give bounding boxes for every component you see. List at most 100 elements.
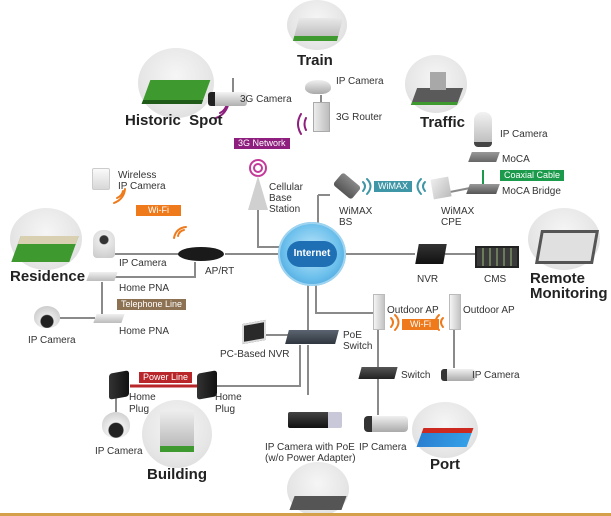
- port-ip-camera-2-label: IP Camera: [359, 442, 407, 453]
- badge-wifi-residence: Wi-Fi: [136, 205, 181, 216]
- scene-remote-label-line2: Monitoring: [530, 285, 608, 302]
- cms-label: CMS: [484, 274, 507, 285]
- internet-node: Internet: [278, 222, 346, 286]
- wimax-bs-label-2: BS: [339, 217, 353, 228]
- scene-remote-label-line1: Remote: [530, 270, 586, 287]
- moca-label: MoCA: [502, 154, 530, 165]
- historic-illustration: [141, 80, 211, 104]
- building-ip-camera-label: IP Camera: [95, 446, 143, 457]
- nvr-icon: [415, 244, 447, 264]
- cellular-label-1: Cellular: [269, 182, 303, 193]
- cms-monitor-icon: [475, 246, 519, 268]
- poe-switch-label-1: PoE: [343, 330, 362, 341]
- traffic-building: [430, 72, 446, 90]
- wimax-cpe-icon: [430, 176, 452, 200]
- bottom-rule: [0, 513, 611, 516]
- scene-traffic-label: Traffic: [420, 114, 466, 131]
- train-ip-camera-icon: [305, 80, 331, 94]
- scene-port-label: Port: [430, 456, 460, 473]
- moca-bridge-icon: [466, 184, 500, 194]
- home-pna-2-icon: [93, 314, 125, 323]
- airport-illustration: [289, 496, 347, 510]
- badge-3g-network: 3G Network: [234, 138, 290, 149]
- train-3g-router-icon: [313, 102, 330, 132]
- port-illustration: [416, 428, 474, 447]
- train-ip-camera-label: IP Camera: [336, 76, 384, 87]
- building-ip-camera-icon: [102, 412, 130, 438]
- home-plug-2-icon: [197, 370, 217, 400]
- ap-rt-icon: [178, 247, 224, 261]
- pc-nvr-icon: [242, 319, 266, 345]
- residence-ip-camera-icon: [93, 230, 115, 258]
- ap-rt-label: AP/RT: [205, 266, 235, 277]
- cellular-tower-icon: [248, 176, 268, 210]
- port-ip-camera-2-icon: [364, 416, 408, 432]
- port-ip-camera-1-icon: [441, 369, 475, 381]
- train-3g-router-label: 3G Router: [336, 112, 383, 123]
- switch-icon: [358, 367, 398, 379]
- historic-camera-antenna-icon: [232, 78, 234, 92]
- remote-illustration: [535, 230, 599, 264]
- home-pna-2-label: Home PNA: [119, 326, 170, 337]
- wire-pna1: [115, 262, 196, 278]
- home-pna-1-icon: [86, 272, 118, 281]
- wire-homeplug: [215, 345, 301, 387]
- home-plug-1-label-2: Plug: [129, 404, 150, 415]
- signal-wimax-bs: [362, 178, 372, 195]
- wimax-cpe-label-1: WiMAX: [441, 206, 475, 217]
- signal-cellular: [249, 159, 267, 177]
- outdoor-ap-1-icon: [373, 294, 385, 330]
- moca-icon: [468, 152, 500, 162]
- signal-wireless-camera: [113, 188, 126, 204]
- wimax-cpe-label-2: CPE: [441, 217, 462, 228]
- internet-cloud-icon: [287, 241, 337, 267]
- scene-building-label: Building: [147, 466, 207, 483]
- wire-wimax-cpe-moca: [449, 187, 471, 193]
- wireless-ip-camera-icon: [92, 168, 110, 190]
- badge-wimax: WiMAX: [374, 181, 412, 192]
- traffic-ip-camera-icon: [474, 112, 492, 147]
- wireless-camera-label-2: IP Camera: [118, 181, 166, 192]
- scene-historic-label: Historic Spot: [125, 112, 223, 129]
- signal-aprt: [173, 226, 187, 239]
- poe-switch-label-2: Switch: [343, 341, 373, 352]
- historic-3g-camera-label: 3G Camera: [240, 94, 292, 105]
- wimax-bs-label-1: WiMAX: [339, 206, 373, 217]
- signal-wimax-cpe: [416, 178, 426, 195]
- scene-residence-label: Residence: [10, 268, 86, 285]
- train-illustration: [292, 18, 344, 41]
- home-plug-2-label-2: Plug: [215, 404, 236, 415]
- home-plug-1-icon: [109, 370, 129, 400]
- badge-telephone-line: Telephone Line: [117, 299, 187, 310]
- traffic-ip-camera-label: IP Camera: [500, 129, 548, 140]
- home-plug-2-label-1: Home: [215, 392, 242, 403]
- home-plug-1-label-1: Home: [129, 392, 156, 403]
- cellular-label-3: Station: [269, 204, 301, 215]
- poe-camera-label-2: (w/o Power Adapter): [265, 453, 356, 464]
- residence-dome-camera-label: IP Camera: [28, 335, 76, 346]
- outdoor-ap-2-icon: [449, 294, 461, 330]
- traffic-illustration: [410, 88, 464, 105]
- residence-illustration: [11, 236, 79, 262]
- residence-ip-camera-label: IP Camera: [119, 258, 167, 269]
- signal-outdoor-ap1: [390, 314, 400, 331]
- home-pna-1-label: Home PNA: [119, 283, 170, 294]
- pc-nvr-label: PC-Based NVR: [220, 349, 290, 360]
- cellular-label-2: Base: [269, 193, 292, 204]
- badge-coaxial-cable: Coaxial Cable: [500, 170, 565, 181]
- internet-label: Internet: [293, 248, 331, 259]
- wire-outdoor-ap: [315, 280, 376, 314]
- badge-power-line: Power Line: [139, 372, 193, 383]
- poe-ip-camera-icon: [288, 412, 342, 428]
- moca-bridge-label: MoCA Bridge: [502, 186, 561, 197]
- outdoor-ap-2-label: Outdoor AP: [463, 305, 515, 316]
- poe-switch-icon: [285, 330, 339, 344]
- port-ip-camera-1-label: IP Camera: [472, 370, 520, 381]
- scene-train-label: Train: [297, 52, 333, 69]
- switch-label: Switch: [401, 370, 431, 381]
- historic-3g-camera-icon: [208, 92, 247, 106]
- badge-wifi-port: Wi-Fi: [402, 319, 439, 330]
- outdoor-ap-1-label: Outdoor AP: [387, 305, 439, 316]
- residence-dome-camera-icon: [34, 306, 60, 328]
- building-illustration: [160, 410, 194, 452]
